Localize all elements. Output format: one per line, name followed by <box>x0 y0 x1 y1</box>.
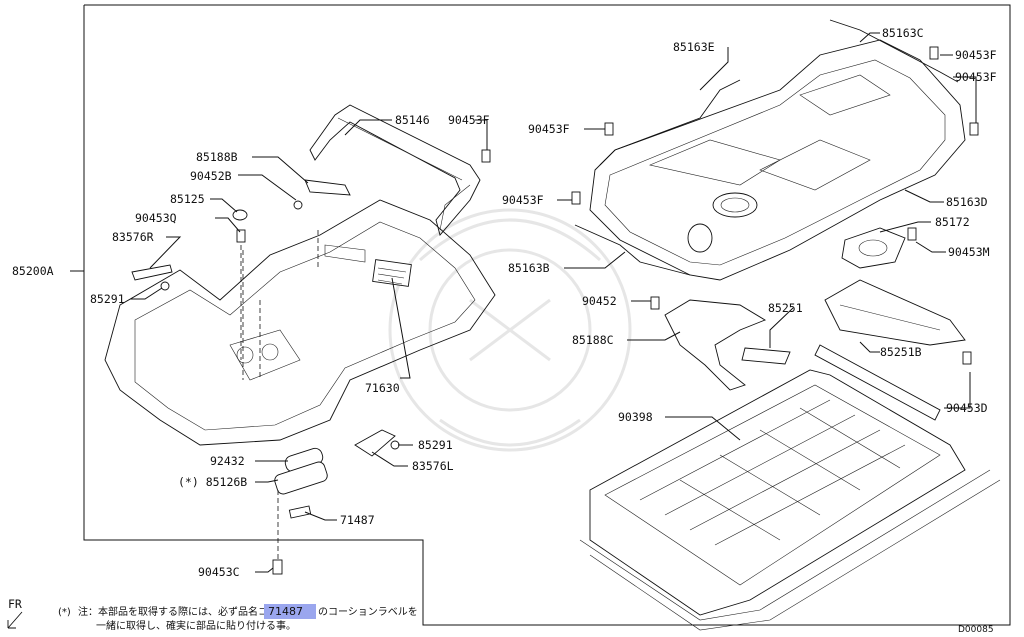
bracket-85172 <box>841 227 906 269</box>
bolt-90453Q <box>236 229 246 360</box>
label-71630[interactable]: 71630 <box>365 381 400 395</box>
label-90453Q[interactable]: 90453Q <box>135 211 177 225</box>
label-90453C[interactable]: 90453C <box>198 565 240 579</box>
label-85200A[interactable]: 85200A <box>12 264 54 278</box>
front-label: FR <box>8 597 22 611</box>
label-85163C[interactable]: 85163C <box>882 26 924 40</box>
label-85163D[interactable]: 85163D <box>946 195 988 209</box>
bracket-85188B <box>293 179 351 210</box>
label-85188C[interactable]: 85188C <box>572 333 614 347</box>
label-90453D[interactable]: 90453D <box>946 401 988 415</box>
label-85126B[interactable]: (*) 85126B <box>178 475 247 489</box>
label-85163E[interactable]: 85163E <box>673 40 715 54</box>
footnote-line2: 一緒に取得し、確実に部品に貼り付ける事。 <box>96 619 296 632</box>
bracket-83576L <box>354 429 400 457</box>
label-85291-b[interactable]: 85291 <box>418 438 453 452</box>
label-85251B[interactable]: 85251B <box>880 345 922 359</box>
label-90398[interactable]: 90398 <box>618 410 653 424</box>
label-85163B[interactable]: 85163B <box>508 261 550 275</box>
label-90453F-b[interactable]: 90453F <box>955 48 997 62</box>
label-85251[interactable]: 85251 <box>768 301 803 315</box>
fasteners <box>481 46 979 365</box>
footnote-line1-prefix: 注：本部品を取得する際には、必ず品名コード <box>78 605 288 618</box>
label-85172[interactable]: 85172 <box>935 215 970 229</box>
grommet-85125 <box>232 209 248 221</box>
footnote-line1-suffix: のコーションラベルを <box>318 606 418 618</box>
label-85291-a[interactable]: 85291 <box>90 292 125 306</box>
cover-85126B <box>272 461 328 575</box>
label-90453M[interactable]: 90453M <box>948 245 990 259</box>
label-83576L[interactable]: 83576L <box>412 459 454 473</box>
upper-cover-85163 <box>574 19 966 281</box>
front-arrow-icon <box>7 611 23 629</box>
bracket-83576R <box>131 264 173 291</box>
battery-tray-90398 <box>579 369 1001 631</box>
label-90453F-c[interactable]: 90453F <box>955 70 997 84</box>
label-90453F-a[interactable]: 90453F <box>448 113 490 127</box>
plate-85251B <box>814 279 966 421</box>
label-90452B[interactable]: 90452B <box>190 169 232 183</box>
footnote: (*) 注：本部品を取得する際には、必ず品名コード 71487 のコーションラベ… <box>58 604 418 632</box>
assembly-frame <box>83 4 1011 626</box>
label-85188B[interactable]: 85188B <box>196 150 238 164</box>
front-direction-indicator: FR <box>7 597 23 629</box>
label-85146[interactable]: 85146 <box>395 113 430 127</box>
plate-85251 <box>741 347 791 365</box>
bracket-85188C <box>664 299 767 391</box>
label-90452[interactable]: 90452 <box>582 294 617 308</box>
label-71487[interactable]: 71487 <box>340 513 375 527</box>
part-labels: 85146 90453F 85188B 90452B 85125 90453Q … <box>12 26 997 579</box>
label-90453F-d[interactable]: 90453F <box>528 122 570 136</box>
label-90453F-e[interactable]: 90453F <box>502 193 544 207</box>
label-83576R[interactable]: 83576R <box>112 230 154 244</box>
watermark-emblem <box>388 208 632 452</box>
label-85125[interactable]: 85125 <box>170 192 205 206</box>
label-92432[interactable]: 92432 <box>210 454 245 468</box>
frame-bracket-85146 <box>309 104 481 236</box>
footnote-code[interactable]: 71487 <box>268 605 303 618</box>
page-code: D00085 <box>958 625 994 635</box>
lower-cover-85200A <box>104 199 496 446</box>
leader-lines <box>70 32 977 573</box>
footnote-code-highlight <box>264 604 316 619</box>
footnote-marker: (*) <box>58 607 71 618</box>
